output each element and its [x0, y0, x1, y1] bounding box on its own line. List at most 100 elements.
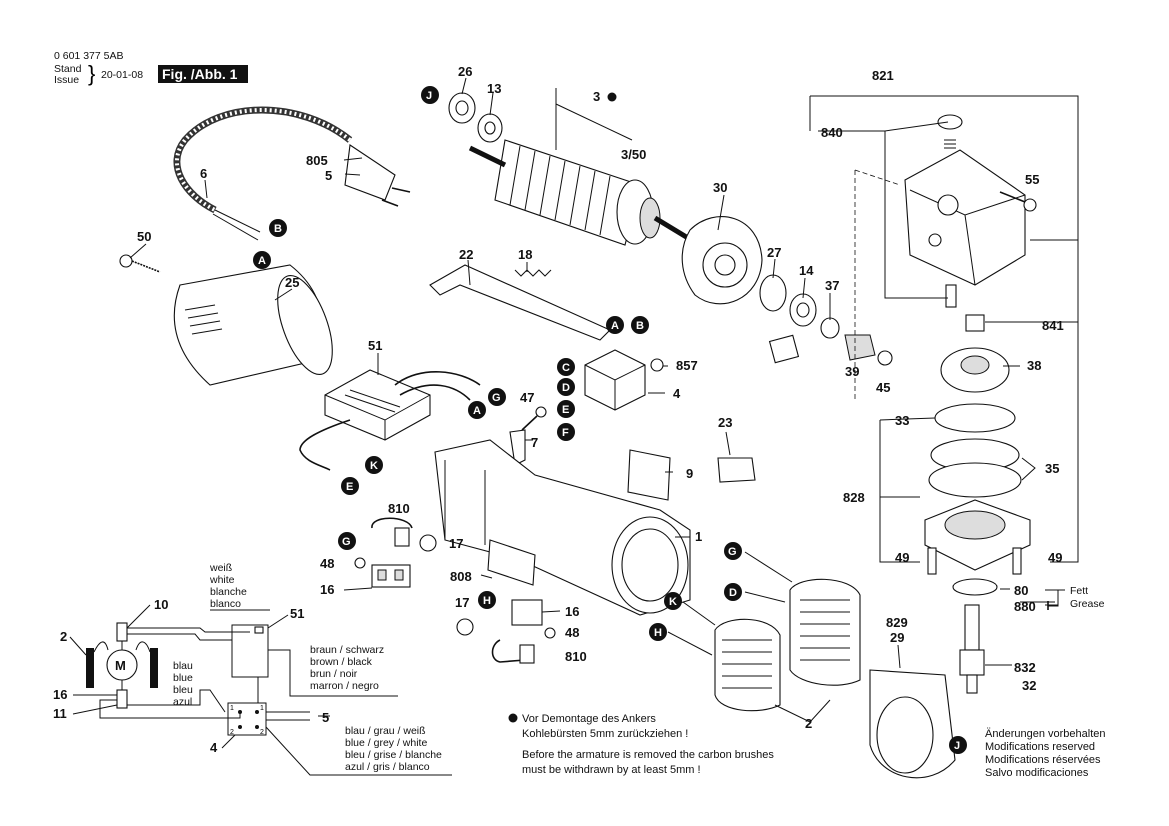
screw-55 [999, 191, 1037, 212]
screw-857 [650, 358, 664, 372]
label-810-lower: 810 [565, 649, 587, 664]
wire-braun: braun / schwarz [310, 644, 384, 656]
wire-grau-de: blau / grau / weiß [345, 725, 426, 737]
gasket-35b [928, 462, 1022, 498]
fig-box [158, 65, 248, 83]
label-35: 35 [1045, 461, 1059, 476]
wire-grau-fr: bleu / grise / blanche [345, 749, 442, 761]
label-841: 841 [1042, 318, 1064, 333]
switch-4 [584, 349, 646, 411]
note-en-1: Before the armature is removed the carbo… [522, 749, 774, 761]
label-18: 18 [518, 247, 532, 262]
ring-27 [759, 274, 787, 312]
wiring-label-51: 51 [290, 606, 304, 621]
stand-label: Stand [54, 63, 82, 75]
svg-text:2: 2 [230, 729, 234, 736]
badge-k2: K [669, 596, 677, 608]
note-en-2: must be withdrawn by at least 5mm ! [522, 764, 701, 776]
screw-49b [1012, 547, 1022, 575]
wire-brown: brown / black [310, 656, 373, 668]
label-48-upper: 48 [320, 556, 334, 571]
armature-removal-note: Vor Demontage des Ankers Kohlebürsten 5m… [508, 713, 774, 776]
label-829: 829 [886, 615, 908, 630]
leader-lines [129, 77, 1079, 669]
label-29: 29 [890, 630, 904, 645]
wire-grau-en: blue / grey / white [345, 737, 427, 749]
badge-f: F [562, 427, 569, 439]
label-857: 857 [676, 358, 698, 373]
label-4-switch: 4 [673, 386, 681, 401]
brace-glyph: } [88, 61, 95, 86]
bearing-14 [789, 293, 817, 327]
wire-brun: brun / noir [310, 668, 358, 680]
label-22: 22 [459, 247, 473, 262]
bearing-26 [448, 92, 476, 124]
brush-810b [491, 639, 535, 664]
motor-letter: M [115, 658, 126, 673]
label-810-upper: 810 [388, 501, 410, 516]
screw-47 [521, 406, 547, 431]
svg-text:1: 1 [260, 705, 264, 712]
label-26: 26 [458, 64, 472, 79]
mod-de: Änderungen vorbehalten [985, 728, 1105, 740]
label-1: 1 [695, 529, 702, 544]
badge-d2: D [729, 587, 737, 599]
label-832: 832 [1014, 660, 1036, 675]
brush-holder-16a [371, 564, 411, 588]
bearing-box [768, 334, 800, 364]
bearing-flange-828 [924, 499, 1031, 571]
wiring-label-11: 11 [53, 706, 67, 721]
header-block: 0 601 377 5AB Stand Issue } 20-01-08 Fig… [54, 50, 248, 86]
spring-17a [419, 534, 437, 552]
badge-e1: E [562, 404, 569, 416]
spring-17b [456, 618, 474, 636]
grease-de: Fett [1070, 585, 1088, 597]
wire-white: white [209, 574, 235, 586]
housing-cover-25 [173, 264, 333, 386]
mod-es: Salvo modificaciones [985, 767, 1089, 779]
wire-marron: marron / negro [310, 680, 379, 692]
label-808: 808 [450, 569, 472, 584]
label-6: 6 [200, 166, 207, 181]
label-47: 47 [520, 390, 534, 405]
badge-j1: J [426, 90, 432, 102]
label-27: 27 [767, 245, 781, 260]
wiring-module-51 [231, 624, 269, 678]
screw-50 [119, 254, 161, 273]
label-808 [487, 539, 536, 586]
label-48-lower: 48 [565, 625, 579, 640]
screw-48b [544, 627, 556, 639]
wire-blau: blau [173, 660, 193, 672]
badge-g1: G [492, 392, 501, 404]
note-marker-dot [607, 92, 617, 102]
grease-en: Grease [1070, 598, 1105, 610]
power-cable [173, 106, 411, 241]
label-51-module: 51 [368, 338, 382, 353]
wiring-label-4: 4 [210, 740, 218, 755]
clip-7 [509, 429, 526, 466]
label-840: 840 [821, 125, 843, 140]
label-805: 805 [306, 153, 328, 168]
wiring-label-16: 16 [53, 687, 67, 702]
badge-a2: A [611, 320, 619, 332]
label-50: 50 [137, 229, 151, 244]
washer-80 [952, 578, 998, 596]
switch-rod-22 [429, 264, 611, 341]
badge-a1: A [258, 255, 266, 267]
modifications-note: Änderungen vorbehalten Modifications res… [985, 728, 1105, 779]
svg-text:1: 1 [230, 705, 234, 712]
label-2-field: 2 [805, 716, 812, 731]
wiring-label-2: 2 [60, 629, 67, 644]
brush-810a [371, 517, 413, 547]
label-38: 38 [1027, 358, 1041, 373]
label-9: 9 [686, 466, 693, 481]
badge-h1: H [483, 595, 491, 607]
label-17-lower: 17 [455, 595, 469, 610]
label-49-right: 49 [1048, 550, 1062, 565]
label-23: 23 [718, 415, 732, 430]
wheel-guard-29 [869, 669, 956, 779]
issue-date: 20-01-08 [101, 69, 143, 81]
gear-head-841 [904, 114, 1026, 332]
